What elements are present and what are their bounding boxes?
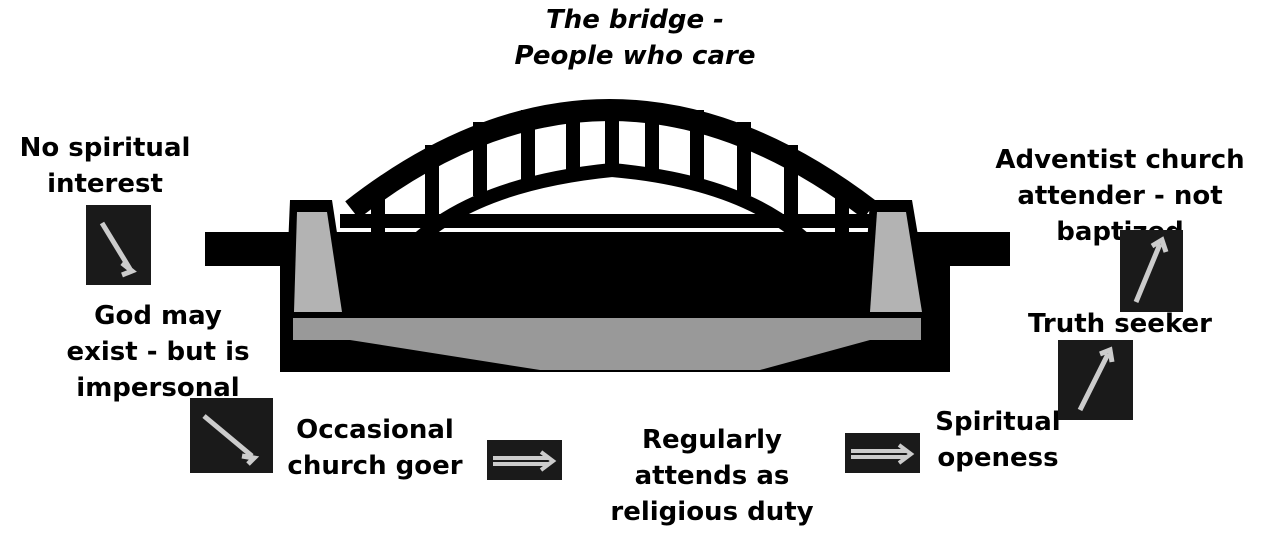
arrow-up-right-icon [1120, 230, 1183, 312]
arrow-right-icon [487, 440, 562, 480]
deck-water [350, 340, 870, 370]
label-line: religious duty [610, 497, 814, 527]
label-line: God may [94, 301, 222, 331]
label-truth-seeker: Truth seeker [1010, 306, 1230, 342]
label-line: attender - not [1017, 181, 1223, 211]
label-line: Spiritual [935, 407, 1061, 437]
label-regularly-attends: Regularly attends as religious duty [597, 422, 827, 530]
arrow-down-right-icon [86, 205, 151, 285]
hangers [371, 102, 849, 300]
label-occasional-church-goer: Occasional church goer [275, 412, 475, 484]
right-tower-fill [870, 212, 922, 312]
label-line: openess [937, 443, 1059, 473]
label-line: Regularly [642, 425, 782, 455]
lower-chord [368, 250, 850, 264]
label-line: exist - but is [66, 337, 250, 367]
label-no-spiritual-interest: No spiritual interest [5, 130, 205, 202]
label-line: Occasional [296, 415, 454, 445]
label-line: Adventist church [995, 145, 1245, 175]
label-line: attends as [634, 461, 790, 491]
deck-gray [293, 318, 921, 340]
upper-chord [340, 214, 885, 228]
arrow-down-right-icon [190, 398, 273, 473]
label-spiritual-openess: Spiritual openess [918, 404, 1078, 476]
title-line-1: The bridge - [546, 5, 724, 35]
diagram-title: The bridge - People who care [470, 2, 800, 74]
label-line: Truth seeker [1028, 309, 1212, 339]
arrow-up-right-icon [1058, 340, 1133, 420]
left-tower-fill [294, 212, 342, 312]
label-line: interest [47, 169, 163, 199]
label-line: No spiritual [19, 133, 191, 163]
arrow-right-icon [845, 433, 920, 473]
title-line-2: People who care [514, 41, 756, 71]
label-line: church goer [287, 451, 463, 481]
label-adventist-attender: Adventist church attender - not baptized [975, 142, 1265, 250]
label-god-may-exist: God may exist - but is impersonal [48, 298, 268, 406]
